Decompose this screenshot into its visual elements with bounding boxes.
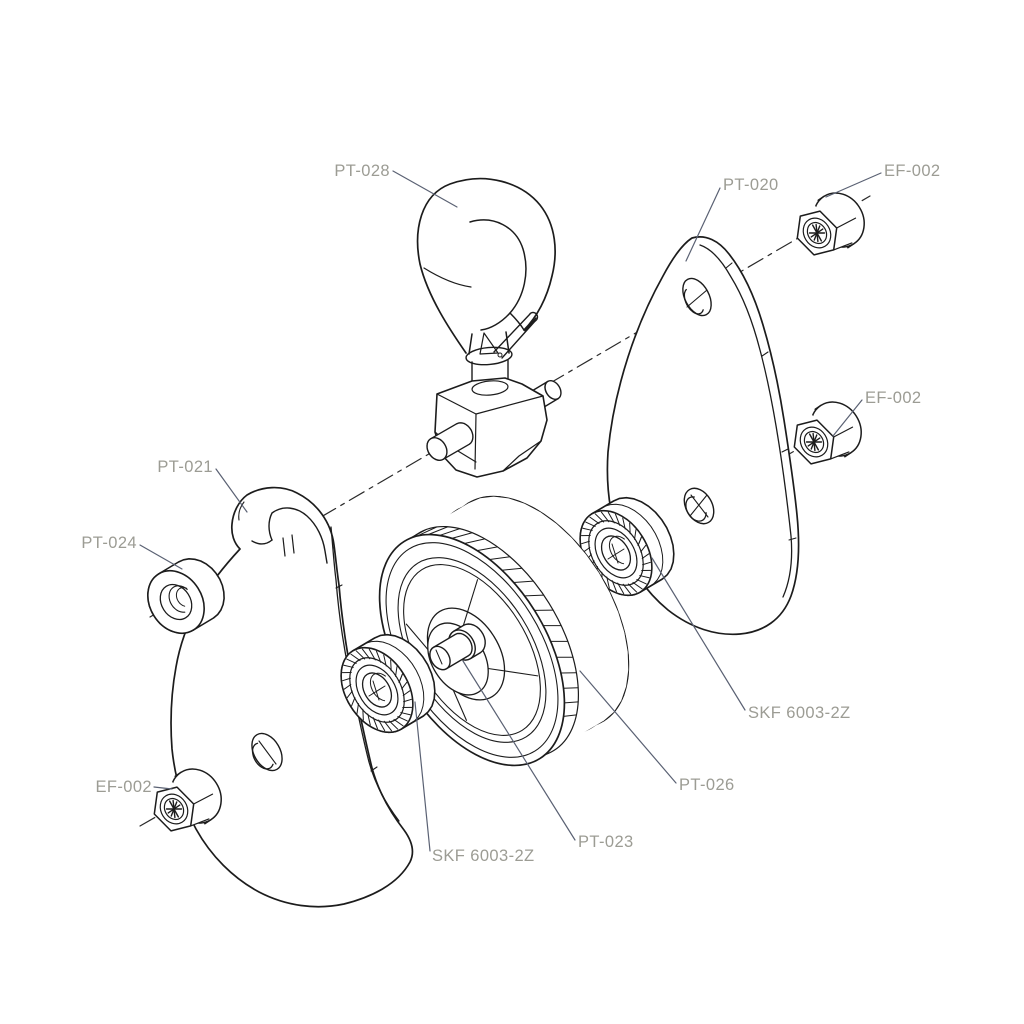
leader-line-label-skf-bottom [414,701,431,852]
part-bearing-left [340,633,436,734]
label-ef-002-bottom: EF-002 [95,778,152,796]
label-skf-bottom: SKF 6003-2Z [432,847,535,865]
part-hook [416,177,556,359]
label-pt-020: PT-020 [723,176,779,194]
label-pt-021: PT-021 [157,458,213,476]
label-ef-002-top: EF-002 [884,162,941,180]
label-pt-028: PT-028 [334,162,390,180]
leader-line-label-pt-023 [462,660,576,841]
label-ef-002-right: EF-002 [865,389,922,407]
leader-line-label-pt-021 [215,468,248,513]
part-nut-top-right [796,192,865,256]
part-nut-bottom-left [153,768,222,832]
leader-line-label-ef-002-bottom [153,786,173,790]
label-skf-right: SKF 6003-2Z [748,704,851,722]
leader-line-label-ef-002-right [832,399,863,437]
leader-line-label-pt-024 [139,544,183,570]
part-spacer-bushing [147,558,225,634]
leader-line-label-pt-020 [685,187,721,262]
label-pt-024: PT-024 [81,534,137,552]
part-labels-layer: PT-028PT-020EF-002EF-002PT-021PT-024EF-0… [81,162,940,865]
label-pt-023: PT-023 [578,833,634,851]
label-pt-026: PT-026 [679,776,735,794]
leader-line-label-pt-028 [392,170,458,208]
leader-line-label-pt-026 [579,670,677,784]
part-axle-shaft [429,623,486,671]
leader-line-label-skf-right [651,557,746,711]
leader-line-label-ef-002-top [825,172,882,198]
part-swivel-trunnion [426,346,562,478]
part-nut-right [793,401,862,465]
